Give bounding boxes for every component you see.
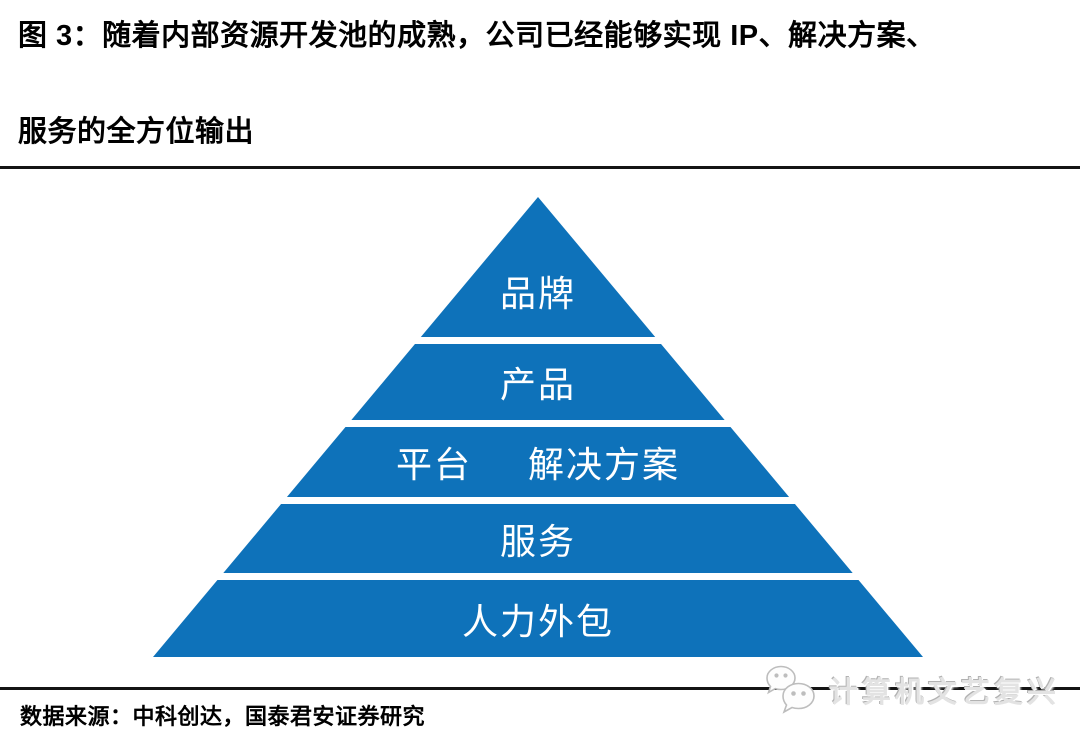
pyramid-level-product: 产品 bbox=[153, 344, 923, 420]
pyramid-level-brand: 品牌 bbox=[153, 197, 923, 337]
watermark-text: 计算机文艺复兴 bbox=[828, 677, 1060, 709]
pyramid-level-label: 解决方案 bbox=[528, 445, 681, 486]
pyramid-level-label: 平台 bbox=[395, 445, 472, 486]
pyramid-level-outsourcing: 人力外包 bbox=[153, 580, 923, 657]
watermark: 计算机文艺复兴 bbox=[759, 662, 1060, 718]
pyramid-level-platform-solution: 平台 解决方案 bbox=[153, 427, 923, 497]
figure-title-line2: 服务的全方位输出 bbox=[18, 116, 255, 148]
chat-bubbles-icon bbox=[766, 665, 815, 714]
bottom-divider-rule bbox=[0, 687, 1080, 690]
pyramid-level-service: 服务 bbox=[153, 504, 923, 573]
pyramid-diagram: 品牌 产品 平台 解决方案 服务 人力外包 bbox=[153, 197, 923, 657]
pyramid-level-label: 品牌 bbox=[499, 274, 576, 315]
pyramid-level-label: 服务 bbox=[499, 521, 576, 563]
pyramid-level-label: 人力外包 bbox=[461, 601, 614, 643]
figure-title-line1: 图 3：随着内部资源开发池的成熟，公司已经能够实现 IP、解决方案、 bbox=[18, 20, 936, 52]
data-source-text: 数据来源：中科创达，国泰君安证券研究 bbox=[20, 704, 426, 729]
pyramid-level-label: 产品 bbox=[499, 365, 576, 406]
top-divider-rule bbox=[0, 166, 1080, 169]
